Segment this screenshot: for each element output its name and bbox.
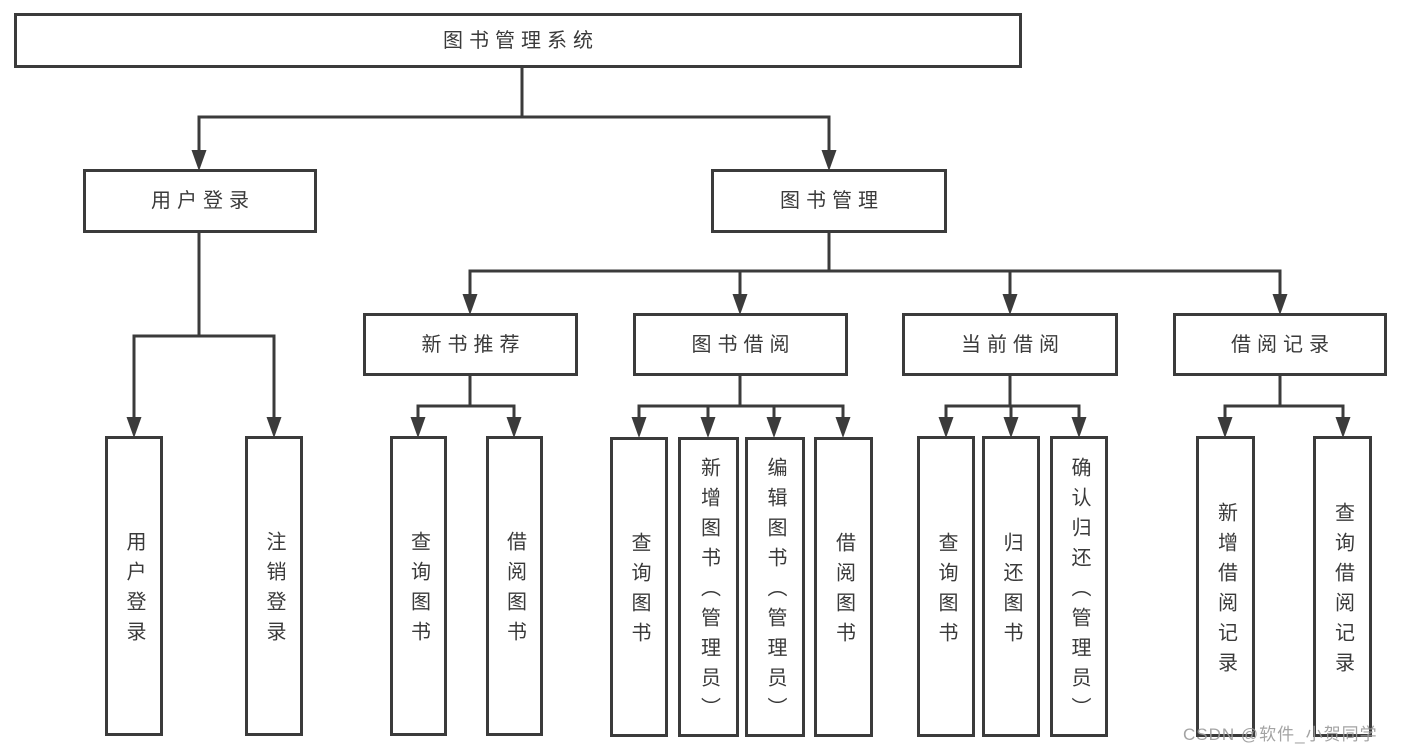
node-query-books-recommend: 查询图书	[390, 436, 447, 736]
node-label: 查询图书	[628, 532, 650, 652]
node-add-books-admin: 新增图书（管理员）	[678, 437, 739, 737]
node-query-books-current: 查询图书	[917, 436, 975, 737]
node-library-management-system: 图书管理系统	[14, 13, 1022, 68]
node-confirm-return-admin: 确认归还（管理员）	[1050, 436, 1108, 737]
node-label: 当前借阅	[961, 333, 1065, 356]
node-label: 借阅图书	[503, 531, 526, 651]
node-label: 编辑图书（管理员）	[764, 457, 786, 727]
node-label: 用户登录	[151, 190, 255, 212]
node-label: 图书借阅	[691, 333, 796, 356]
node-borrowing-records: 借阅记录	[1173, 313, 1387, 376]
node-query-books-borrowing: 查询图书	[610, 437, 668, 737]
node-label: 注销登录	[263, 531, 285, 651]
node-label: 查询借阅记录	[1331, 501, 1354, 682]
node-label: 新增图书（管理员）	[697, 457, 720, 727]
node-current-borrowing: 当前借阅	[902, 313, 1118, 376]
node-label: 图书管理系统	[443, 29, 599, 52]
node-label: 图书管理	[780, 190, 884, 212]
node-label: 查询图书	[935, 531, 957, 652]
node-user-login-leaf: 用户登录	[105, 436, 163, 736]
node-logout: 注销登录	[245, 436, 303, 736]
node-user-login: 用户登录	[83, 169, 317, 233]
node-book-management: 图书管理	[711, 169, 947, 233]
arrowheads	[126, 150, 1351, 438]
node-add-borrow-record: 新增借阅记录	[1196, 436, 1255, 737]
node-label: 借阅图书	[832, 532, 855, 652]
node-query-borrow-record: 查询借阅记录	[1313, 436, 1372, 737]
node-new-book-recommendation: 新书推荐	[363, 313, 578, 376]
node-borrow-books-recommend: 借阅图书	[486, 436, 543, 736]
node-borrow-books-leaf: 借阅图书	[814, 437, 873, 737]
node-return-books: 归还图书	[982, 436, 1040, 737]
node-book-borrowing: 图书借阅	[633, 313, 848, 376]
node-label: 新书推荐	[421, 333, 526, 356]
node-label: 查询图书	[407, 531, 430, 651]
node-label: 新增借阅记录	[1214, 501, 1237, 682]
watermark: CSDN @软件_小贺同学	[1183, 725, 1378, 744]
node-edit-books-admin: 编辑图书（管理员）	[745, 437, 805, 737]
node-label: 归还图书	[1000, 531, 1022, 652]
node-label: 确认归还（管理员）	[1068, 456, 1090, 727]
node-label: 用户登录	[123, 531, 145, 651]
node-label: 借阅记录	[1231, 333, 1335, 356]
